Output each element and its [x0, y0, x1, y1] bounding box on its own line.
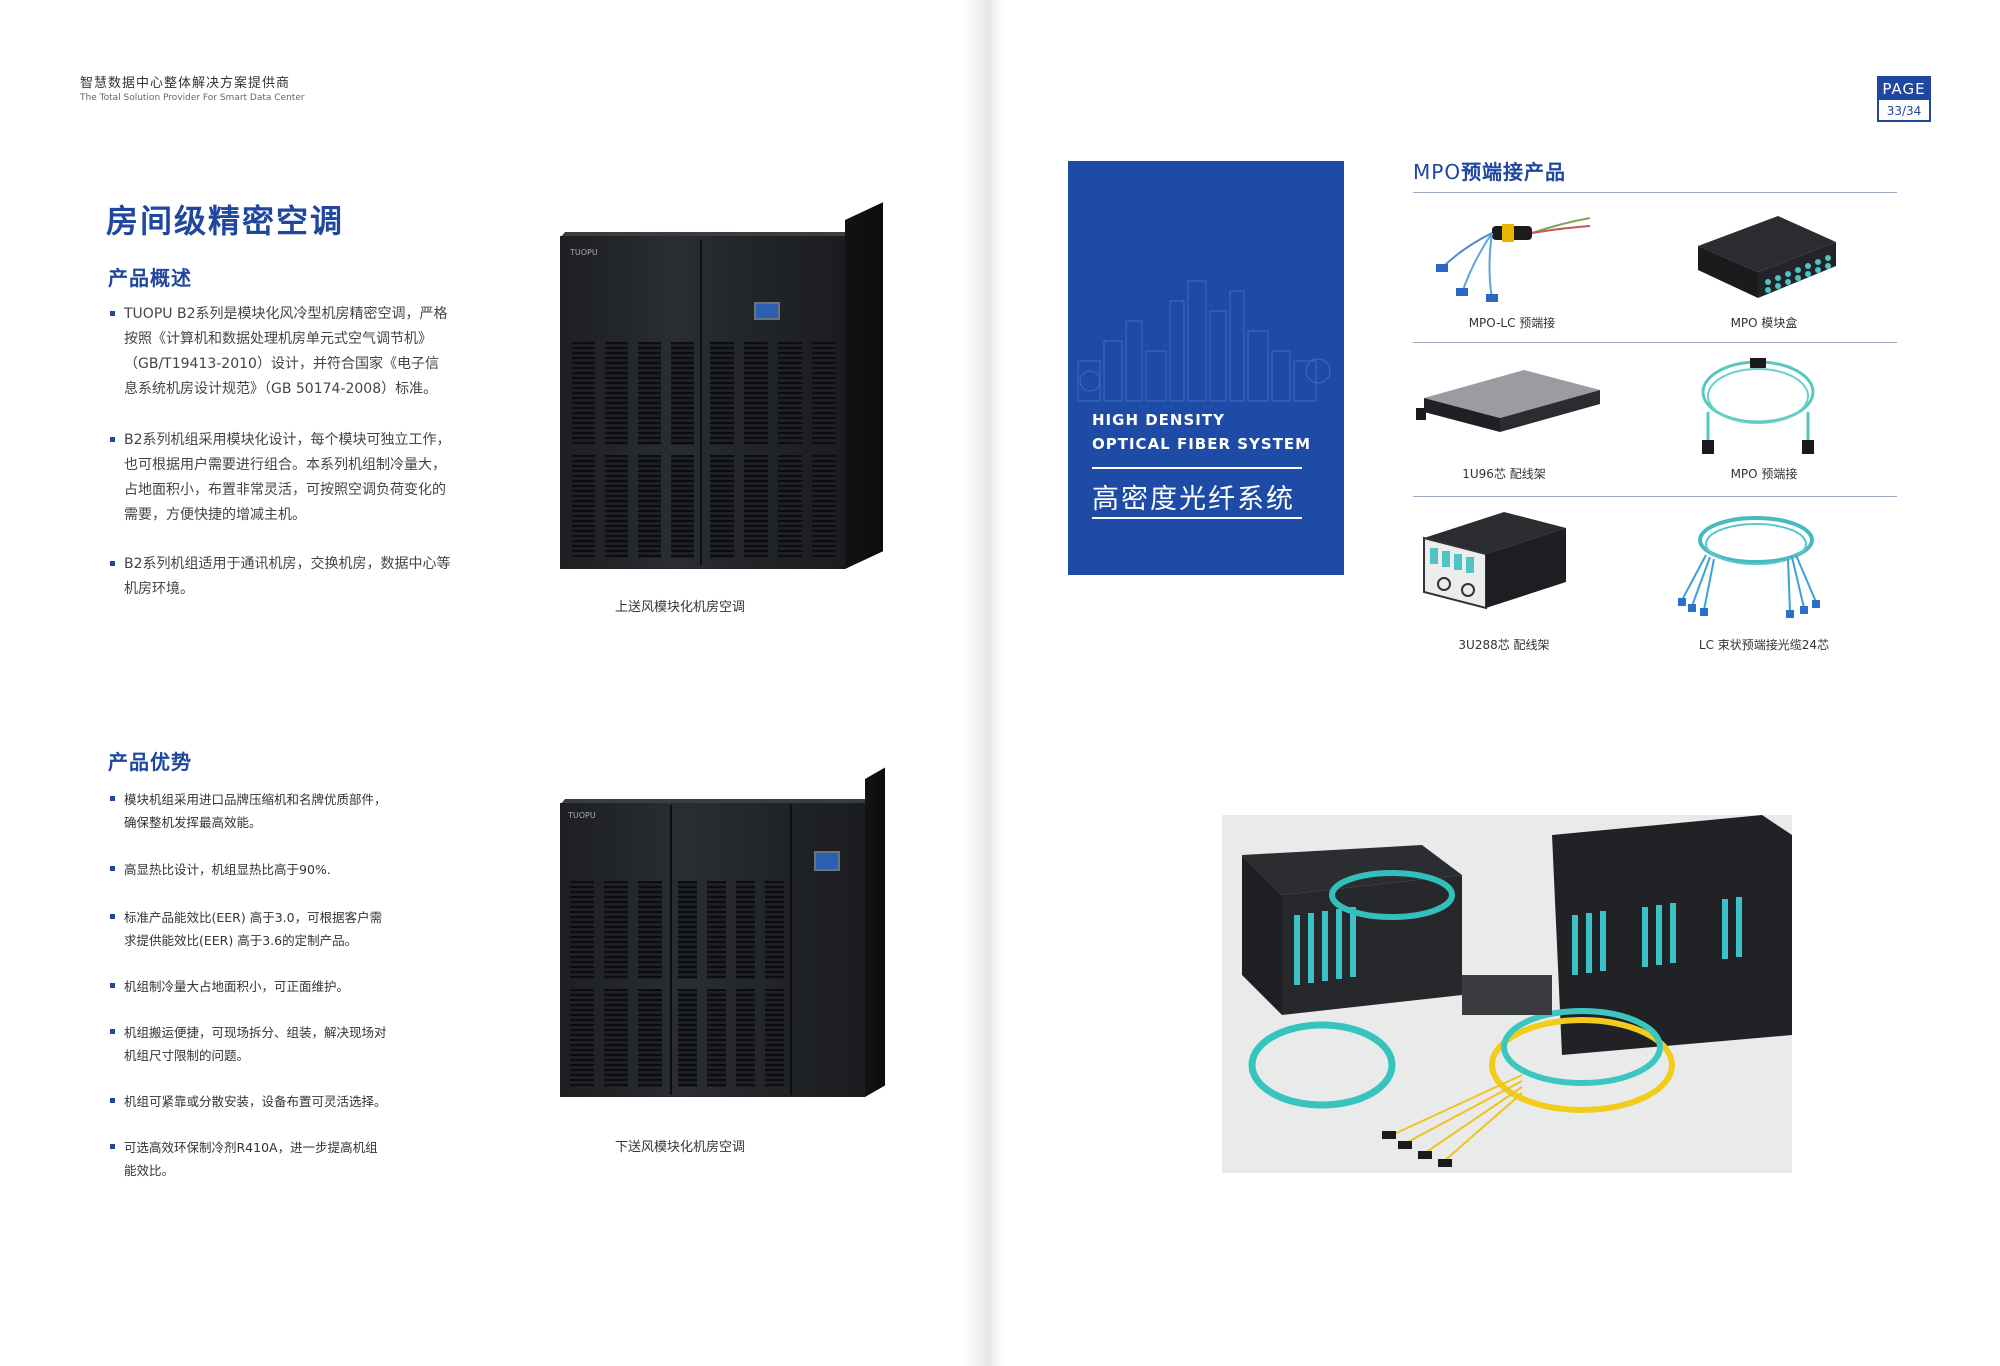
upflow-ac-cabinet-image: TUOPU	[560, 202, 885, 573]
company-tagline-en: The Total Solution Provider For Smart Da…	[80, 93, 305, 103]
vent-grille-left	[572, 342, 694, 558]
lc-bundle-cable-image	[1678, 516, 1820, 618]
brand-logo: TUOPU	[570, 248, 598, 257]
caption-upflow-ac: 上送风模块化机房空调	[614, 600, 745, 615]
text-line: B2系列机组采用模块化设计，每个模块可独立工作，	[124, 432, 451, 448]
panel-title-en-line1: HIGH DENSITY	[1092, 411, 1225, 429]
company-tagline-cn: 智慧数据中心整体解决方案提供商	[80, 76, 291, 91]
page-title: 房间级精密空调	[106, 202, 345, 240]
fiber-products-scene	[1222, 815, 1792, 1173]
mpo-section-title: MPO预端接产品	[1413, 156, 1566, 185]
overview-paragraph-3: B2系列机组适用于通讯机房，交换机房，数据中心等 机房环境。	[108, 552, 468, 602]
text-line: 需要，方便快捷的增减主机。	[124, 507, 306, 523]
text-line: 机组搬运便捷，可现场拆分、组装，解决现场对	[124, 1025, 387, 1040]
product-caption: 1U96芯 配线架	[1462, 467, 1546, 481]
vent-grille-left	[570, 881, 662, 1087]
advantage-item: 机组可紧靠或分散安装，设备布置可灵活选择。	[110, 1090, 430, 1113]
overview-paragraph-1: TUOPU B2系列是模块化风冷型机房精密空调，严格 按照《计算机和数据处理机房…	[108, 302, 468, 402]
fiber-system-panel: HIGH DENSITY OPTICAL FIBER SYSTEM 高密度光纤系…	[1068, 161, 1344, 575]
product-caption: 3U288芯 配线架	[1458, 638, 1550, 652]
text-line: 息系统机房设计规范》（GB 50174-2008）标准。	[124, 381, 438, 397]
page-label: PAGE	[1879, 78, 1929, 100]
text-line: 机组尺寸限制的问题。	[124, 1048, 250, 1063]
door-seam	[790, 805, 792, 1095]
cabinet-side	[865, 767, 885, 1097]
bullet-icon	[110, 1144, 115, 1149]
page-gutter	[962, 0, 1004, 1366]
vent-grille-right	[710, 342, 836, 558]
section-divider	[1413, 192, 1897, 193]
door-seam	[670, 805, 672, 1095]
panel-divider	[1092, 467, 1302, 469]
text-line: 机房环境。	[124, 581, 194, 597]
control-screen	[814, 851, 840, 871]
control-screen	[754, 302, 780, 320]
section-divider	[1413, 342, 1897, 343]
mpo-lc-harness-image	[1436, 217, 1591, 302]
text-line: 可选高效环保制冷剂R410A，进一步提高机组	[124, 1140, 378, 1155]
text-line: 机组制冷量大占地面积小，可正面维护。	[124, 979, 350, 994]
text-line: 高显热比设计，机组显热比高于90%.	[124, 862, 331, 877]
brand-logo: TUOPU	[568, 811, 596, 820]
bullet-icon	[110, 1098, 115, 1103]
page-number: 33/34	[1886, 104, 1922, 118]
1u96-patch-panel-image	[1416, 370, 1600, 432]
advantage-item: 机组制冷量大占地面积小，可正面维护。	[110, 975, 430, 998]
text-line: 求提供能效比(EER) 高于3.6的定制产品。	[124, 933, 358, 948]
text-line: 也可根据用户需要进行组合。本系列机组制冷量大，	[124, 457, 446, 473]
section-divider	[1413, 496, 1897, 497]
fiber-products-photo	[1222, 815, 1792, 1173]
bullet-icon	[110, 311, 115, 316]
3u288-patch-panel-image	[1423, 512, 1566, 610]
panel-divider	[1092, 517, 1302, 519]
advantage-item: 可选高效环保制冷剂R410A，进一步提高机组 能效比。	[110, 1136, 430, 1182]
mpo-trunk-cable-image	[1701, 358, 1815, 454]
product-caption: LC 束状预端接光缆24芯	[1698, 638, 1830, 652]
downflow-ac-cabinet-image: TUOPU	[560, 767, 885, 1100]
panel-title-cn: 高密度光纤系统	[1092, 484, 1295, 515]
text-line: B2系列机组适用于通讯机房，交换机房，数据中心等	[124, 556, 451, 572]
advantage-item: 机组搬运便捷，可现场拆分、组装，解决现场对 机组尺寸限制的问题。	[110, 1021, 430, 1067]
text-line: （GB/T19413-2010）设计，并符合国家《电子信	[124, 356, 439, 372]
text-line: 机组可紧靠或分散安装，设备布置可灵活选择。	[124, 1094, 387, 1109]
bullet-icon	[110, 437, 115, 442]
advantage-item: 标准产品能效比(EER) 高于3.0，可根据客户需 求提供能效比(EER) 高于…	[110, 906, 430, 952]
bullet-icon	[110, 796, 115, 801]
mpo-module-box-image	[1698, 216, 1836, 298]
advantage-item: 高显热比设计，机组显热比高于90%.	[110, 858, 430, 881]
bullet-icon	[110, 561, 115, 566]
vent-grille-middle	[678, 881, 784, 1087]
text-line: 模块机组采用进口品牌压缩机和名牌优质部件，	[124, 792, 387, 807]
product-caption: MPO 预端接	[1730, 467, 1798, 481]
overview-heading: 产品概述	[108, 266, 192, 290]
caption-downflow-ac: 下送风模块化机房空调	[614, 1140, 745, 1155]
page-number-badge: PAGE 33/34	[1877, 76, 1931, 122]
panel-title-en-line2: OPTICAL FIBER SYSTEM	[1092, 435, 1312, 453]
overview-paragraph-2: B2系列机组采用模块化设计，每个模块可独立工作， 也可根据用户需要进行组合。本系…	[108, 428, 468, 528]
text-line: 标准产品能效比(EER) 高于3.0，可根据客户需	[124, 910, 383, 925]
city-skyline-graphic	[1077, 280, 1331, 402]
advantages-heading: 产品优势	[108, 750, 192, 774]
text-line: 按照《计算机和数据处理机房单元式空气调节机》	[124, 331, 432, 347]
product-caption: MPO-LC 预端接	[1468, 316, 1556, 330]
mpo-title-prefix: MPO	[1413, 160, 1462, 184]
bullet-icon	[110, 914, 115, 919]
mpo-title-suffix: 预端接产品	[1461, 160, 1567, 184]
bullet-icon	[110, 866, 115, 871]
text-line: 确保整机发挥最高效能。	[124, 815, 262, 830]
text-line: 能效比。	[124, 1163, 175, 1178]
bullet-icon	[110, 1029, 115, 1034]
bullet-icon	[110, 983, 115, 988]
cabinet-side	[845, 202, 883, 569]
advantage-item: 模块机组采用进口品牌压缩机和名牌优质部件， 确保整机发挥最高效能。	[110, 788, 430, 834]
text-line: TUOPU B2系列是模块化风冷型机房精密空调，严格	[124, 306, 448, 322]
door-seam	[700, 240, 702, 565]
product-caption: MPO 模块盒	[1730, 316, 1798, 330]
text-line: 占地面积小，布置非常灵活，可按照空调负荷变化的	[124, 482, 446, 498]
